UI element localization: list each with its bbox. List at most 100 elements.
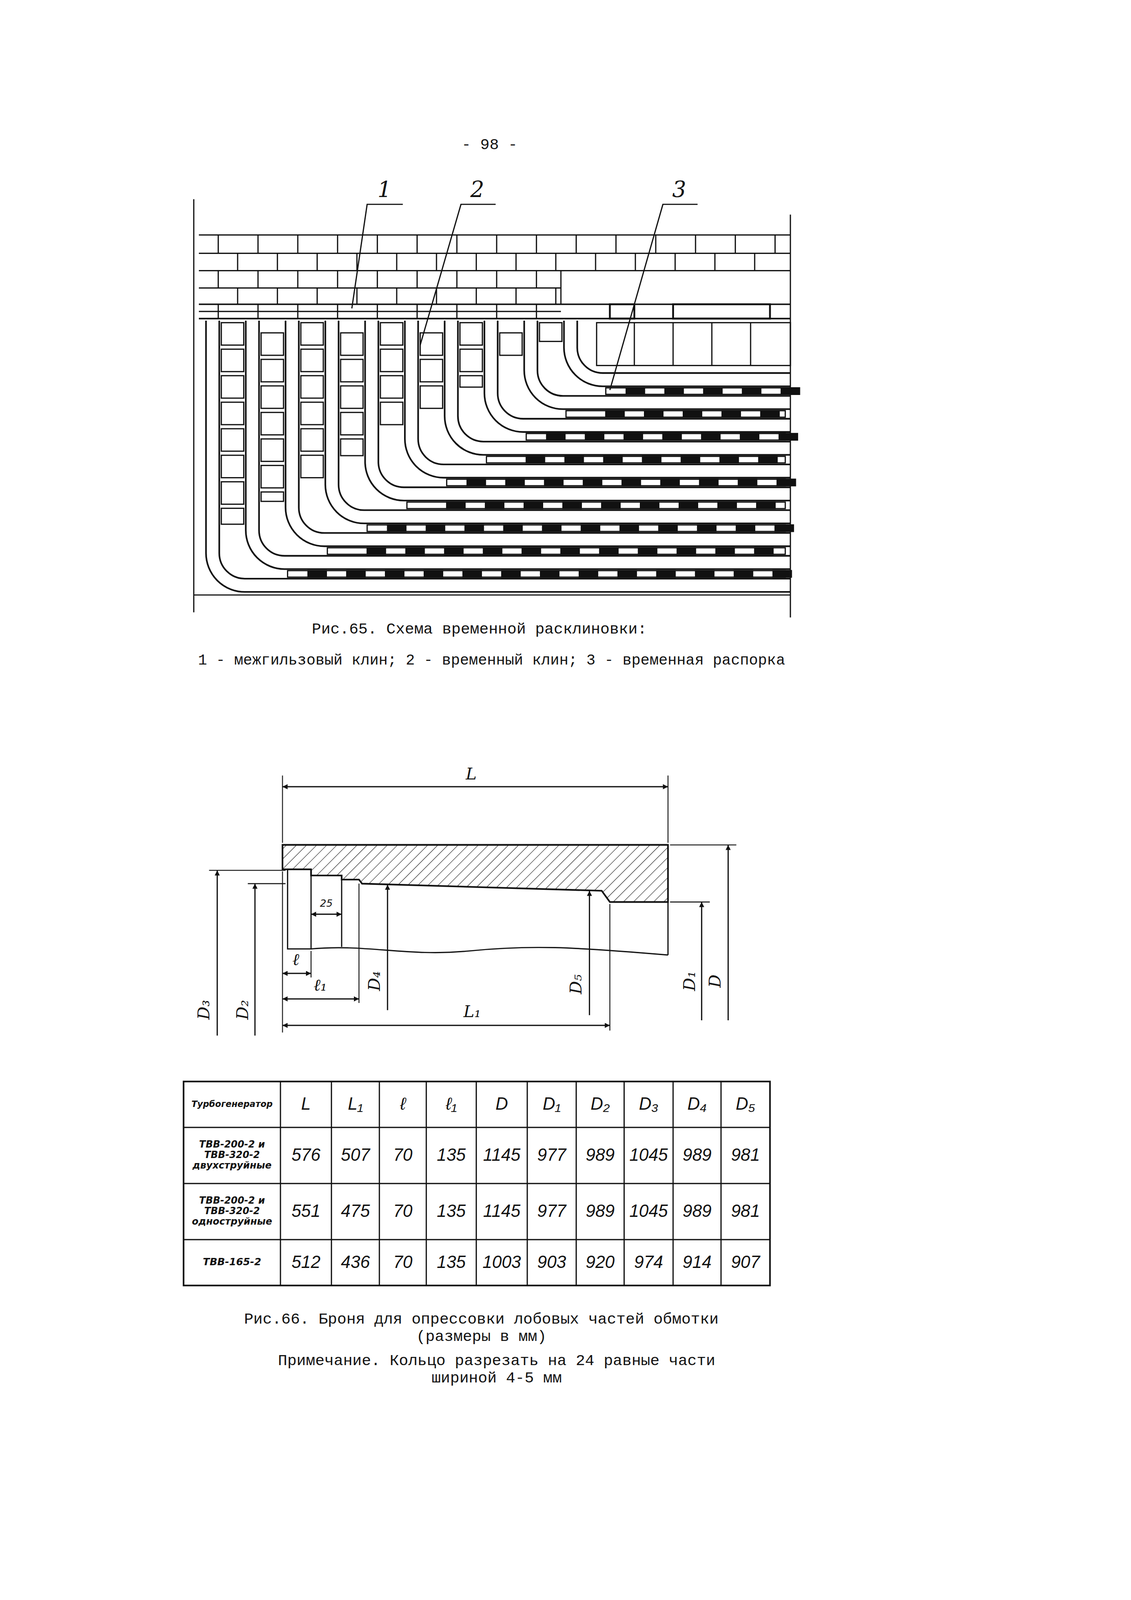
temporary-wedge <box>420 385 443 409</box>
table-header-symbol: ℓ₁ <box>427 1082 476 1126</box>
table-cell: 989 <box>674 1128 720 1182</box>
temporary-wedge <box>260 412 284 435</box>
brick-separator <box>475 287 478 305</box>
table-cell: 1003 <box>477 1240 526 1284</box>
temporary-wedge <box>380 349 403 372</box>
extension-line <box>281 871 283 1033</box>
temporary-spacer <box>327 547 786 555</box>
dimension-line <box>700 902 703 1021</box>
temporary-spacer <box>677 547 696 555</box>
brick-separator <box>515 253 517 271</box>
temporary-spacer <box>697 524 716 532</box>
conductor-bar <box>564 320 791 387</box>
temporary-wedge <box>300 349 324 372</box>
temporary-spacer <box>777 479 796 486</box>
dimension-line <box>282 972 312 975</box>
temporary-spacer <box>526 433 786 441</box>
temporary-spacer <box>565 410 786 417</box>
brick-separator <box>475 253 478 271</box>
temporary-wedge <box>340 385 364 409</box>
temporary-spacer <box>503 524 523 532</box>
table-cell: 135 <box>427 1128 476 1182</box>
temporary-spacer <box>562 502 582 509</box>
brick-separator <box>217 270 219 288</box>
brick-separator <box>257 234 259 254</box>
temporary-spacer <box>542 524 561 532</box>
extension-line <box>281 775 283 843</box>
temporary-wedge <box>380 402 403 425</box>
wedge-band <box>198 310 561 312</box>
table-header-symbol: L₁ <box>332 1082 379 1126</box>
temporary-spacer <box>622 479 641 486</box>
conductor-bar <box>338 320 791 510</box>
temporary-wedge <box>380 375 403 399</box>
hatched-section <box>282 844 668 902</box>
table-cell: 551 <box>281 1184 331 1238</box>
brick-separator <box>416 270 418 288</box>
frame-line <box>193 594 791 596</box>
temporary-spacer <box>742 387 761 395</box>
table-cell: 920 <box>577 1240 623 1284</box>
brick-separator <box>535 270 538 288</box>
dimension-label: ℓ <box>292 950 300 969</box>
temporary-spacer <box>546 433 566 441</box>
table-row-label: ТВВ-200-2 и ТВВ-320-2 одноструйные <box>185 1184 280 1238</box>
temporary-spacer <box>699 479 718 486</box>
brick-separator <box>337 304 339 319</box>
diameter-label: D₃ <box>194 999 213 1020</box>
armour-drawing <box>183 775 771 1286</box>
temporary-spacer <box>760 410 779 417</box>
conductor-bar <box>298 320 791 534</box>
brick-separator <box>634 253 637 271</box>
extension-line <box>247 882 286 884</box>
brick-separator <box>615 234 617 254</box>
temporary-wedge <box>221 455 244 478</box>
temporary-spacer <box>581 524 600 532</box>
figure-legend: 1 - межгильзовый клин; 2 - временный кли… <box>197 652 785 670</box>
temporary-spacer <box>424 570 443 577</box>
brick-separator <box>435 253 438 271</box>
table-cell: 512 <box>281 1240 331 1284</box>
temporary-spacer <box>426 524 445 532</box>
wedge-block <box>673 304 770 319</box>
temporary-wedge <box>221 375 244 399</box>
temporary-wedge <box>221 322 244 345</box>
temporary-spacer <box>523 502 543 509</box>
temporary-spacer <box>446 502 465 509</box>
temporary-wedge <box>260 332 284 356</box>
table-rule <box>183 1182 771 1184</box>
temporary-spacer <box>620 524 639 532</box>
frame-line <box>198 287 561 289</box>
brick-separator <box>456 234 458 254</box>
temporary-spacer <box>585 433 604 441</box>
diameter-label: D₄ <box>365 971 384 991</box>
temporary-wedge <box>340 332 364 356</box>
temporary-spacer <box>754 547 774 555</box>
temporary-spacer <box>583 479 602 486</box>
brick-separator <box>496 234 498 254</box>
table-cell: 507 <box>332 1128 379 1182</box>
frame-line <box>560 270 562 305</box>
table-cell: 981 <box>722 1128 769 1182</box>
temporary-spacer <box>664 387 684 395</box>
dimension-label: ℓ₁ <box>313 975 327 995</box>
temporary-wedge <box>260 465 284 488</box>
brick-separator <box>396 287 398 305</box>
temporary-spacer <box>405 547 425 555</box>
dimension-label: L <box>465 764 477 784</box>
temporary-spacer <box>605 410 624 417</box>
table-cell: 70 <box>380 1128 426 1182</box>
temporary-spacer <box>781 387 800 395</box>
page-number: - 98 - <box>461 136 518 154</box>
table-cell: 475 <box>332 1184 379 1238</box>
temporary-spacer <box>367 547 386 555</box>
temporary-wedge <box>420 359 443 382</box>
dimension-label: 25 <box>320 897 333 910</box>
spacer-block <box>672 322 675 366</box>
temporary-spacer <box>656 570 675 577</box>
temporary-wedge <box>300 428 324 452</box>
brick-separator <box>456 304 458 319</box>
brick-separator <box>297 270 299 288</box>
extension-line <box>669 901 710 903</box>
temporary-wedge <box>221 508 244 524</box>
